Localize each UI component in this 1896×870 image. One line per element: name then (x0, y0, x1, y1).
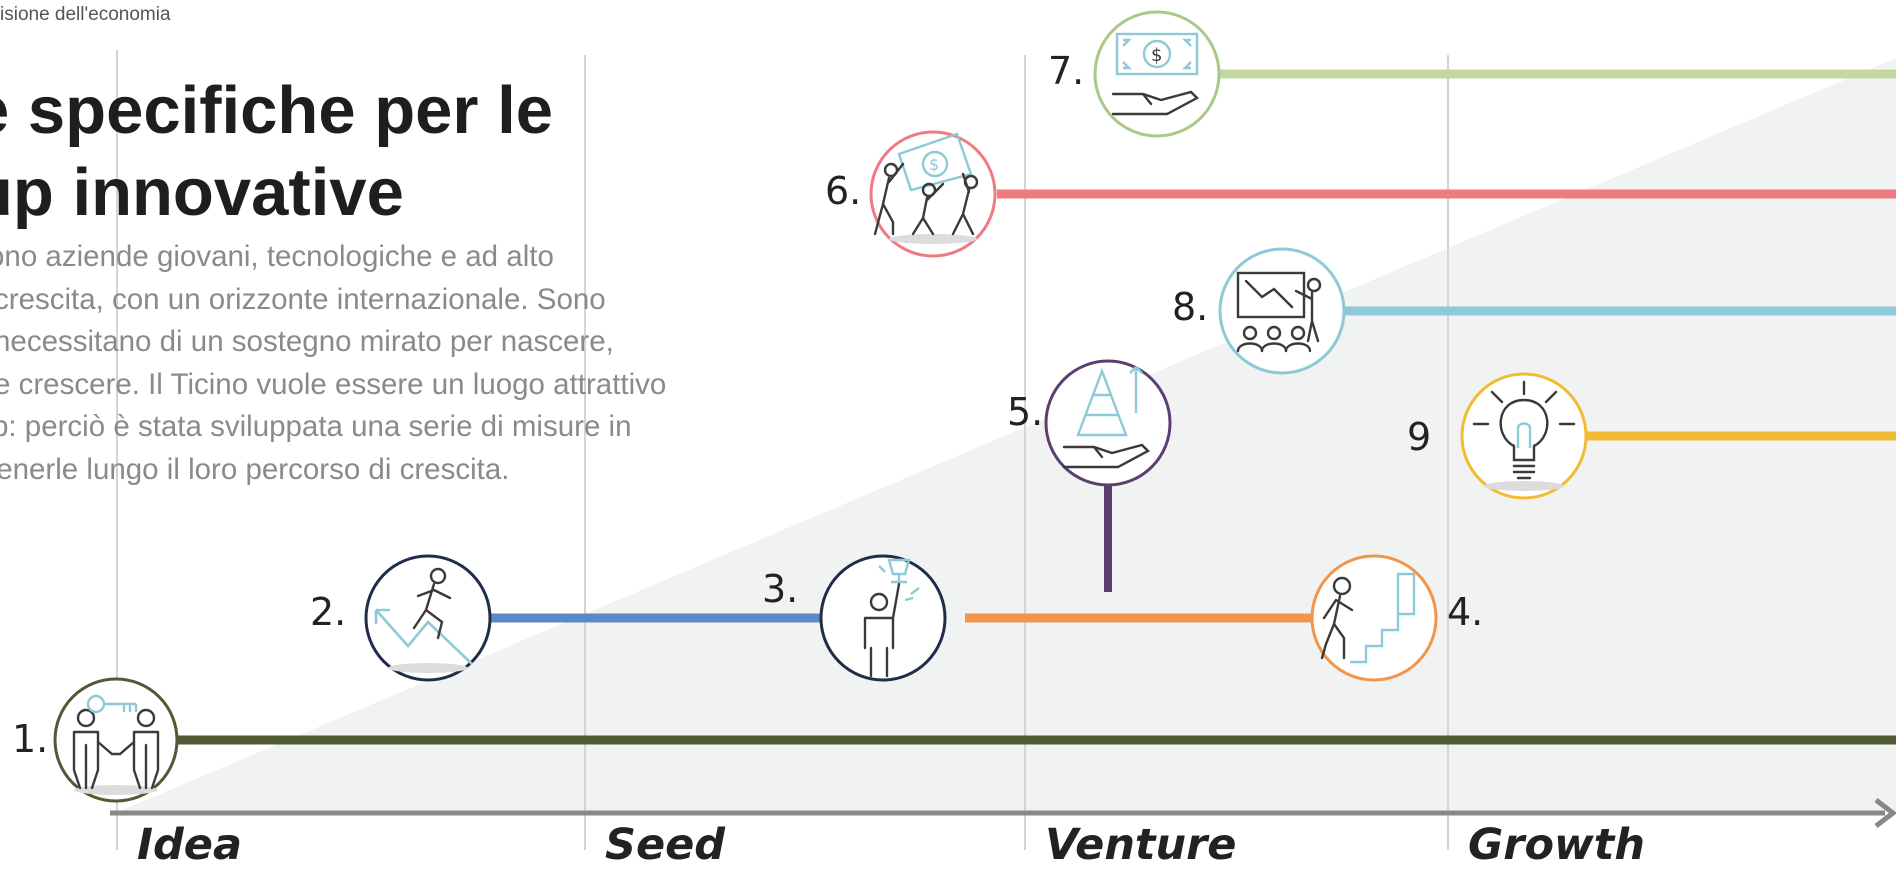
measure-number-1: 1. (12, 717, 49, 761)
description-line: tenerle lungo il loro percorso di cresci… (0, 452, 510, 486)
description-line: e crescere. Il Ticino vuole essere un lu… (0, 367, 667, 401)
growth-area (118, 58, 1896, 812)
description-line: ono aziende giovani, tecnologiche e ad a… (0, 240, 554, 273)
lightbulb-head-icon (1460, 372, 1588, 500)
money-in-hand-icon: $ (1093, 10, 1221, 138)
trophy-winner-icon (819, 554, 947, 682)
measure-number-6: 6. (825, 169, 862, 213)
running-growth-chart-icon (364, 554, 492, 682)
measure-number-2: 2. (310, 590, 347, 634)
page-title-line-2: up innovative (0, 155, 404, 230)
page-title-line-1: e specifiche per le (0, 73, 553, 148)
measure-number-5: 5. (1007, 390, 1044, 434)
svg-text:$: $ (929, 155, 939, 174)
phase-label-seed: Seed (605, 820, 726, 870)
pyramid-in-hand-icon (1044, 359, 1172, 487)
measure-number-9: 9 (1407, 415, 1432, 459)
measure-number-3: 3. (762, 567, 799, 611)
svg-text:$: $ (1151, 45, 1162, 66)
measure-number-7: 7. (1048, 49, 1085, 93)
description-line: p: perciò è stata sviluppata una serie d… (0, 410, 632, 443)
page-title: e specifiche per le up innovative (0, 70, 553, 234)
description-line: crescita, con un orizzonte internazional… (0, 282, 606, 316)
x-axis-arrow (1874, 798, 1896, 828)
description-line: necessitano di un sostegno mirato per na… (0, 325, 614, 358)
phase-label-growth: Growth (1468, 820, 1645, 870)
description: ono aziende giovani, tecnologiche e ad a… (0, 236, 666, 491)
handshake-key-icon (53, 677, 179, 803)
presentation-audience-icon (1218, 247, 1346, 375)
climbing-stairs-icon (1310, 554, 1438, 682)
measure-number-8: 8. (1172, 285, 1209, 329)
breadcrumb: isione dell'economia (0, 4, 171, 25)
phase-label-idea: Idea (137, 820, 242, 870)
measure-number-4: 4. (1447, 590, 1484, 634)
phase-label-venture: Venture (1045, 820, 1237, 870)
team-carrying-money-icon: $ (869, 130, 997, 258)
